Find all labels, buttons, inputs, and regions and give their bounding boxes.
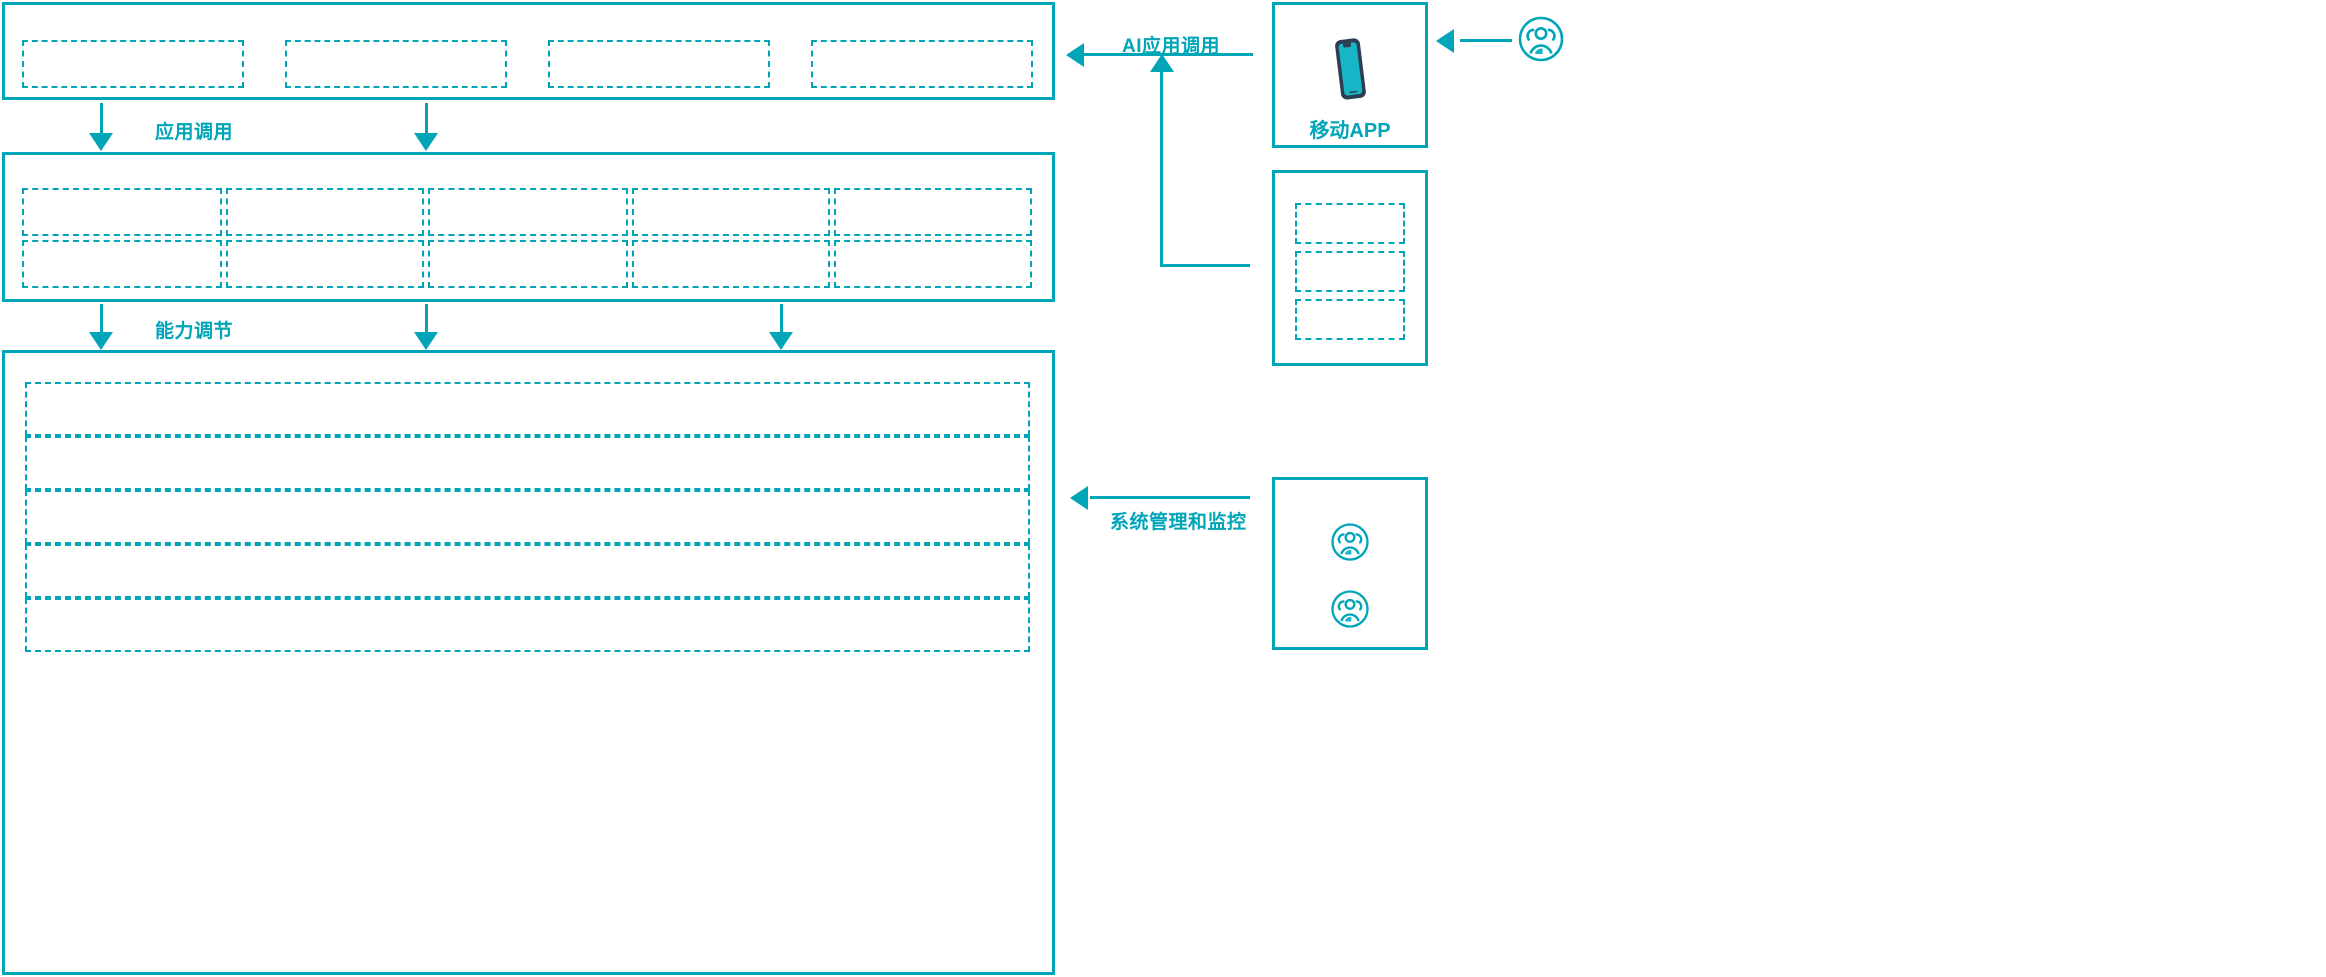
- capability-slot-r2c4[interactable]: [632, 240, 830, 288]
- ai-application-call-riser-arrowhead: [1150, 54, 1174, 72]
- application-slot-3[interactable]: [548, 40, 770, 88]
- application-call-line-left: [100, 103, 103, 135]
- capability-adjust-line-3: [780, 304, 783, 336]
- admin-user-group-icon-2: [1330, 589, 1370, 629]
- application-call-line-right: [425, 103, 428, 135]
- platform-band-5[interactable]: [25, 598, 1030, 652]
- end-user-to-mobile-arrowhead: [1436, 29, 1454, 53]
- ai-application-call-riser: [1160, 70, 1163, 266]
- capability-slot-r2c3[interactable]: [428, 240, 628, 288]
- system-management-label: 系统管理和监控: [1110, 512, 1247, 533]
- platform-band-2[interactable]: [25, 436, 1030, 490]
- application-layer-container: [2, 2, 1055, 100]
- capability-adjust-arrowhead-1: [89, 332, 113, 350]
- platform-layer-container: [2, 350, 1055, 975]
- capability-adjust-arrowhead-3: [769, 332, 793, 350]
- platform-band-3[interactable]: [25, 490, 1030, 544]
- capability-adjust-line-1: [100, 304, 103, 336]
- capability-slot-r1c1[interactable]: [22, 188, 222, 236]
- capability-slot-r1c3[interactable]: [428, 188, 628, 236]
- capability-slot-r2c1[interactable]: [22, 240, 222, 288]
- application-call-arrowhead-right: [414, 133, 438, 151]
- platform-band-1[interactable]: [25, 382, 1030, 436]
- ai-application-call-arrowhead: [1066, 43, 1084, 67]
- admin-user-group-icon-1: [1330, 522, 1370, 562]
- end-user-group-icon: [1517, 15, 1565, 63]
- application-call-label: 应用调用: [155, 122, 234, 143]
- capability-layer-container: [2, 152, 1055, 302]
- channel-slot-2[interactable]: [1295, 251, 1405, 292]
- channel-panel[interactable]: [1272, 170, 1428, 366]
- capability-slot-r1c5[interactable]: [834, 188, 1032, 236]
- end-user-to-mobile-line: [1460, 39, 1512, 42]
- mobile-app-caption: 移动APP: [1309, 120, 1391, 142]
- capability-slot-r1c2[interactable]: [226, 188, 424, 236]
- channel-slot-1[interactable]: [1295, 203, 1405, 244]
- application-slot-1[interactable]: [22, 40, 244, 88]
- application-slot-2[interactable]: [285, 40, 507, 88]
- ai-application-call-elbow: [1160, 264, 1250, 267]
- capability-slot-r1c4[interactable]: [632, 188, 830, 236]
- application-call-arrowhead-left: [89, 133, 113, 151]
- application-slot-4[interactable]: [811, 40, 1033, 88]
- capability-adjust-arrowhead-2: [414, 332, 438, 350]
- capability-adjust-line-2: [425, 304, 428, 336]
- smartphone-icon: [1327, 36, 1373, 102]
- system-management-arrowhead: [1070, 486, 1088, 510]
- capability-adjust-label: 能力调节: [155, 321, 234, 342]
- ai-application-call-label: AI应用调用: [1122, 36, 1221, 57]
- system-management-line: [1090, 496, 1250, 499]
- channel-slot-3[interactable]: [1295, 299, 1405, 340]
- platform-band-4[interactable]: [25, 544, 1030, 598]
- capability-slot-r2c5[interactable]: [834, 240, 1032, 288]
- capability-slot-r2c2[interactable]: [226, 240, 424, 288]
